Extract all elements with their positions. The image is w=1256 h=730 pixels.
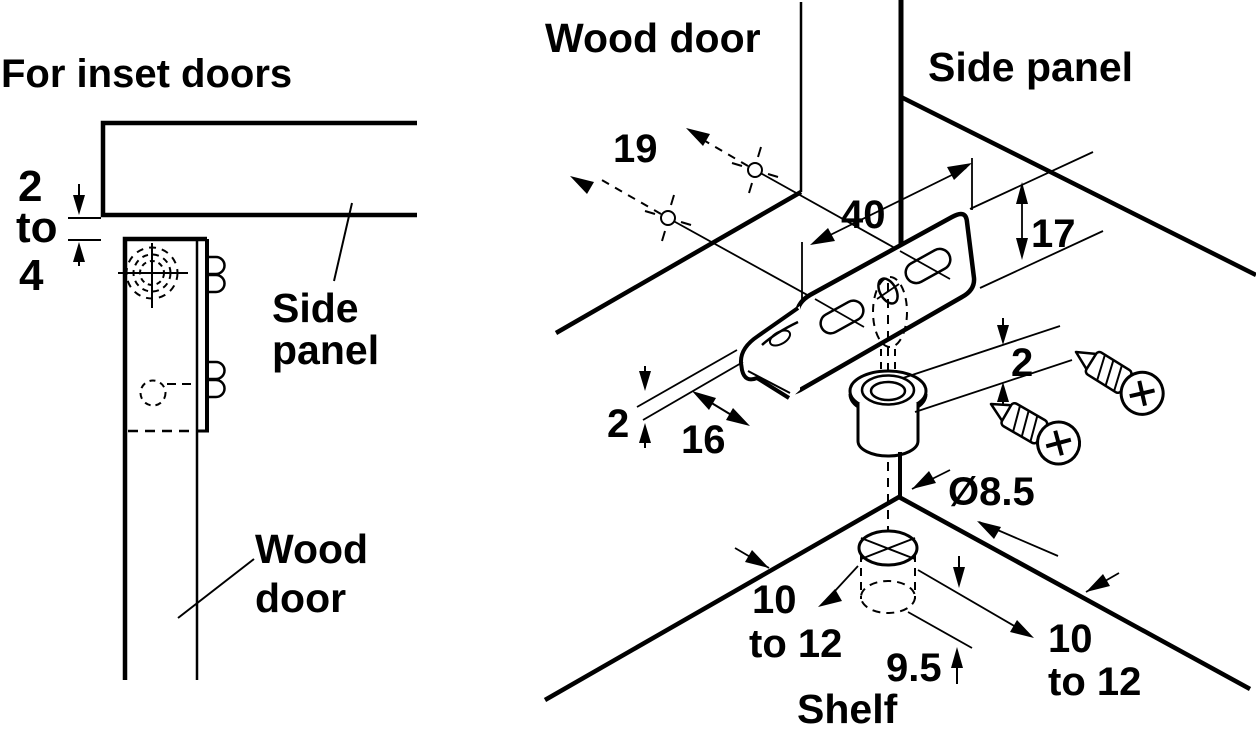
left-side-panel-leader <box>333 202 353 282</box>
right-view-isometric <box>543 0 1256 702</box>
dim-9-5: 9.5 <box>886 646 942 690</box>
gap-dim-value-bottom: 4 <box>19 251 44 300</box>
left-hidden-hole-top <box>118 243 188 308</box>
left-wood-door-label-2: door <box>255 575 346 621</box>
hidden-sleeve-outline <box>872 276 908 348</box>
shelf-drill-hole <box>857 529 919 614</box>
shelf-corner <box>543 452 1252 702</box>
shelf-label: Shelf <box>797 686 898 730</box>
left-wood-door-board <box>122 236 209 680</box>
dim-diameter: Ø8.5 <box>948 470 1035 514</box>
sleeve-rim-2-dimension <box>902 318 1073 413</box>
left-view-inset-door-section <box>68 120 417 680</box>
corner-bracket-plate <box>738 211 977 400</box>
bracket-flange <box>738 306 800 400</box>
iso-side-panel-edges <box>898 0 1256 278</box>
left-side-panel-label-1: Side <box>272 285 359 331</box>
screw-lower <box>989 401 1082 466</box>
left-gap-dimension <box>68 184 101 266</box>
left-view-title: For inset doors <box>1 52 292 96</box>
left-edge-distance-dimension <box>734 547 859 607</box>
left-hidden-hole-bottom <box>128 379 197 433</box>
dim-right-to12: to 12 <box>1048 660 1141 704</box>
hole-offset-19-dimension <box>570 128 946 324</box>
dim-left-to12: to 12 <box>749 622 842 666</box>
bracket-slot-left <box>819 299 865 335</box>
sleeve-bushing <box>848 369 928 458</box>
dim-40: 40 <box>841 193 886 237</box>
hole-centre-symbol-upper <box>731 146 779 194</box>
right-edge-distance-dimension <box>917 569 1120 638</box>
dim-17: 17 <box>1031 212 1076 256</box>
left-screw-profile-bottom <box>209 360 226 399</box>
hole-centre-symbol-lower <box>644 194 692 242</box>
gap-dim-value-top: 2 <box>18 162 42 211</box>
dim-16: 16 <box>681 418 726 462</box>
flange-2-16-dimensions <box>636 349 750 448</box>
bracket-width-40-dimension <box>801 158 973 300</box>
iso-wood-door-label: Wood door <box>545 15 761 61</box>
bracket-height-17-dimension <box>969 151 1104 289</box>
iso-wood-door-edges <box>554 2 803 335</box>
left-side-panel-board <box>100 120 417 218</box>
hole-diameter-dimension <box>911 469 1059 557</box>
dim-2-flange: 2 <box>607 402 629 446</box>
hole-depth-dimension <box>907 556 973 684</box>
left-wood-door-leader <box>177 558 255 619</box>
left-wood-door-label-1: Wood <box>255 526 368 572</box>
gap-dim-value-mid: to <box>16 203 58 252</box>
dim-left-10: 10 <box>752 578 797 622</box>
left-screw-profile-top <box>209 255 226 294</box>
iso-side-panel-label: Side panel <box>928 44 1133 90</box>
screw-upper <box>1074 350 1165 416</box>
dim-19: 19 <box>613 127 658 171</box>
dim-2-sleeve: 2 <box>1011 341 1033 385</box>
left-side-panel-label-2: panel <box>272 327 379 373</box>
dim-right-10: 10 <box>1048 617 1093 661</box>
